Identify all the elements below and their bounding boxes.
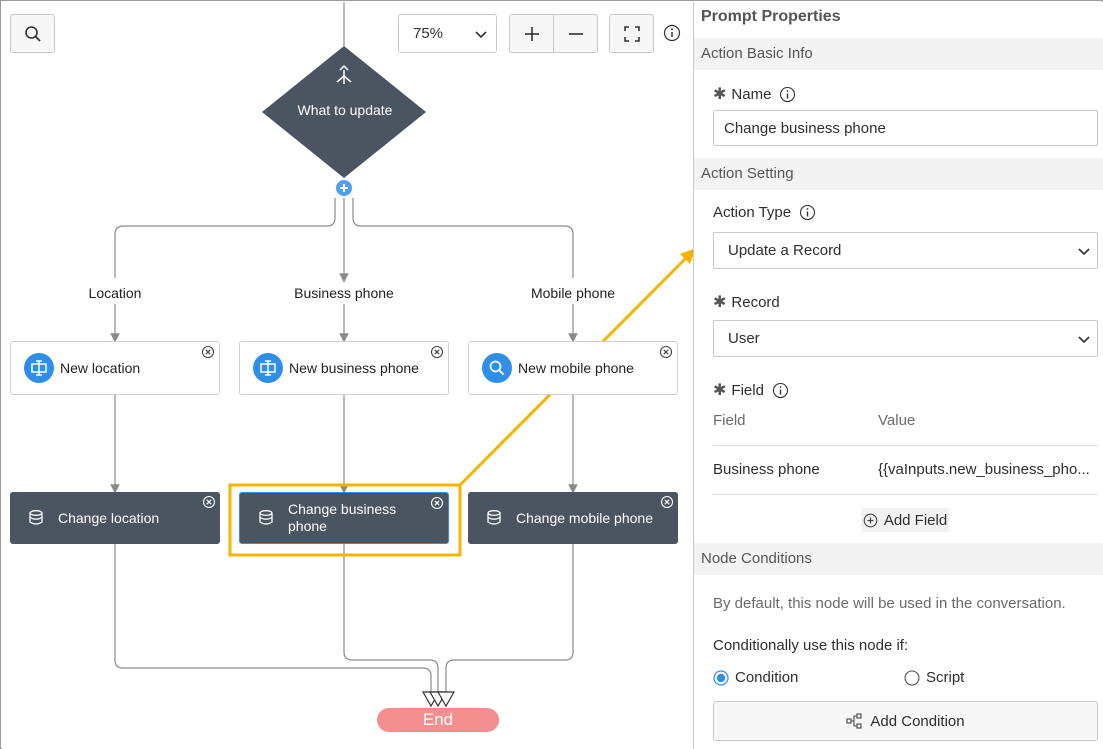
action-node-location[interactable]: Change location	[10, 492, 220, 544]
close-icon[interactable]	[659, 345, 673, 359]
section-basic-info: Action Basic Info	[694, 38, 1103, 70]
action-type-select[interactable]: Update a Record	[713, 232, 1098, 269]
plus-circle-icon	[863, 513, 878, 527]
fullscreen-icon	[623, 25, 640, 42]
add-condition-button[interactable]: Add Condition	[713, 701, 1098, 741]
node-label: Change business phone	[288, 501, 397, 534]
prompt-node-mobile-phone[interactable]: New mobile phone	[468, 341, 678, 395]
action-node-mobile-phone[interactable]: Change mobile phone	[468, 492, 678, 544]
info-icon[interactable]	[772, 382, 789, 399]
condition-tree-icon	[846, 713, 862, 729]
conditions-description: By default, this node will be used in th…	[713, 595, 1066, 612]
section-action-setting: Action Setting	[694, 158, 1103, 190]
conditional-label: Conditionally use this node if:	[713, 637, 909, 654]
close-icon[interactable]	[660, 495, 674, 509]
node-label: Change location	[58, 510, 160, 526]
chevron-down-icon	[475, 31, 487, 39]
close-icon[interactable]	[430, 496, 444, 510]
node-label: Change mobile phone	[516, 510, 653, 526]
name-input[interactable]: Change business phone	[713, 110, 1098, 146]
split-icon	[336, 64, 352, 84]
database-icon	[28, 509, 46, 527]
zoom-select[interactable]: 75%	[398, 14, 497, 53]
record-select[interactable]: User	[713, 320, 1098, 357]
branch-label-mobile-phone: Mobile phone	[530, 285, 616, 301]
panel-title: Prompt Properties	[701, 8, 841, 25]
decision-label: What to update	[297, 102, 393, 118]
flow-connectors	[110, 2, 693, 708]
zoom-out-button[interactable]	[553, 14, 598, 53]
radio-unselected-icon	[904, 669, 920, 686]
prompt-node-location[interactable]: New location	[10, 341, 220, 395]
add-field-button[interactable]: Add Field	[861, 508, 949, 532]
close-icon[interactable]	[202, 495, 216, 509]
end-node[interactable]: End	[377, 708, 499, 732]
close-icon[interactable]	[430, 345, 444, 359]
required-icon: ✱	[713, 86, 727, 103]
info-icon[interactable]	[779, 86, 796, 103]
text-input-icon	[24, 353, 54, 383]
branch-label-business-phone: Business phone	[294, 285, 394, 301]
fit-screen-button[interactable]	[609, 14, 654, 53]
decision-diamond	[262, 46, 426, 178]
search-button[interactable]	[10, 14, 55, 53]
branch-label-location: Location	[88, 285, 142, 301]
section-node-conditions: Node Conditions	[694, 543, 1103, 575]
info-icon[interactable]	[799, 204, 816, 221]
highlight-box	[228, 483, 462, 557]
chevron-down-icon	[1078, 248, 1090, 256]
radio-selected-icon	[713, 669, 729, 686]
plus-icon	[524, 26, 539, 41]
info-icon	[663, 24, 681, 42]
close-icon[interactable]	[201, 345, 215, 359]
radio-script[interactable]: Script	[904, 669, 964, 686]
name-label: ✱ Name	[713, 84, 796, 104]
canvas-info-button[interactable]	[663, 24, 681, 42]
action-type-label: Action Type	[713, 204, 816, 221]
radio-condition[interactable]: Condition	[713, 669, 798, 686]
field-row-name: Business phone	[713, 461, 820, 478]
flow-canvas[interactable]: 75% What to update Location Business pho…	[2, 2, 693, 749]
chevron-down-icon	[1078, 336, 1090, 344]
field-column-header: Field	[713, 412, 746, 429]
search-icon	[24, 25, 41, 42]
field-label: ✱ Field	[713, 380, 789, 400]
required-icon: ✱	[713, 294, 727, 311]
properties-panel: Prompt Properties Action Basic Info ✱ Na…	[693, 2, 1103, 749]
database-icon	[258, 509, 276, 527]
database-icon	[486, 509, 504, 527]
field-row-value[interactable]: {{vaInputs.new_business_pho...	[878, 461, 1090, 478]
minus-icon	[568, 32, 583, 35]
prompt-node-business-phone[interactable]: New business phone	[239, 341, 449, 395]
node-label: New mobile phone	[518, 360, 634, 376]
divider	[713, 445, 1098, 446]
zoom-in-button[interactable]	[509, 14, 554, 53]
record-label: ✱ Record	[713, 293, 780, 312]
node-label: New location	[60, 360, 141, 376]
text-input-icon	[253, 353, 283, 383]
zoom-value: 75%	[413, 25, 444, 42]
node-label: New business phone	[289, 360, 419, 376]
required-icon: ✱	[713, 382, 727, 399]
divider	[713, 494, 1098, 495]
search-icon	[482, 353, 512, 383]
action-node-business-phone[interactable]: Change business phone	[239, 492, 449, 544]
value-column-header: Value	[878, 412, 916, 429]
